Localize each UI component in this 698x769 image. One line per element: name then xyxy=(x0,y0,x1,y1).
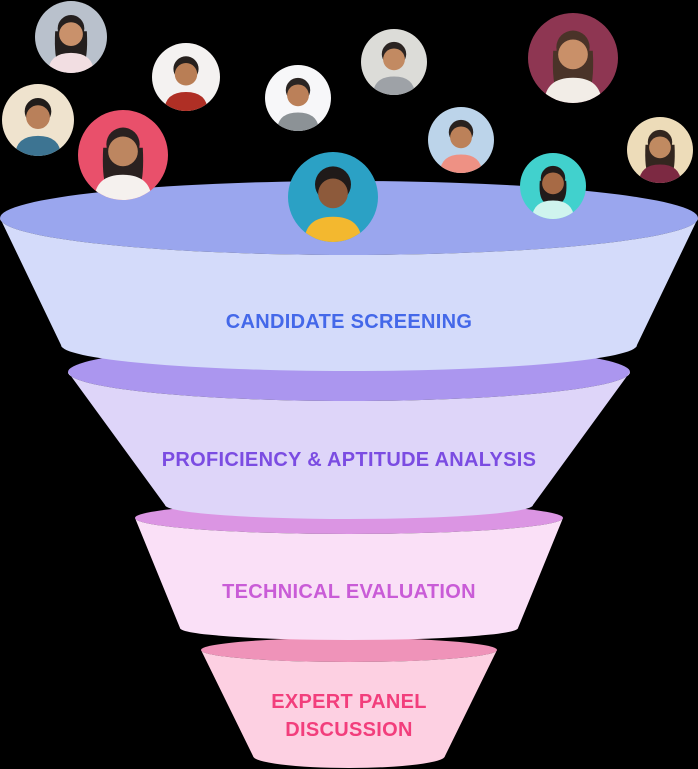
funnel-section-2-body xyxy=(68,372,630,519)
funnel-section-4-label-line2: DISCUSSION xyxy=(285,719,412,741)
person-icon xyxy=(531,165,575,219)
funnel-section-4-rim xyxy=(201,638,497,662)
candidate-avatar-7 xyxy=(361,29,427,95)
candidate-avatar-2 xyxy=(152,43,220,111)
candidate-avatar-6 xyxy=(288,152,378,242)
candidate-avatar-5 xyxy=(265,65,331,131)
person-icon xyxy=(372,41,416,95)
funnel-section-4-body xyxy=(201,650,497,768)
funnel-section-3-body xyxy=(135,518,563,640)
person-icon xyxy=(439,119,483,173)
candidate-avatar-3 xyxy=(2,84,74,156)
funnel-section-1-body xyxy=(0,218,698,371)
candidate-avatar-4 xyxy=(78,110,168,200)
person-icon xyxy=(638,129,682,183)
funnel-section-2-label: PROFICIENCY & APTITUDE ANALYSIS xyxy=(162,449,537,471)
person-icon xyxy=(304,166,362,242)
person-icon xyxy=(544,30,602,103)
candidate-avatar-10 xyxy=(520,153,586,219)
candidate-avatar-11 xyxy=(627,117,693,183)
candidate-avatar-8 xyxy=(528,13,618,103)
candidate-avatar-9 xyxy=(428,107,494,173)
person-icon xyxy=(47,15,95,73)
person-icon xyxy=(14,98,62,156)
funnel-section-3-label: TECHNICAL EVALUATION xyxy=(222,581,476,603)
person-icon xyxy=(276,77,320,131)
person-icon xyxy=(164,56,208,111)
person-icon xyxy=(94,127,152,200)
funnel-section-4-label-line1: EXPERT PANEL xyxy=(271,691,426,713)
funnel-section-1-label: CANDIDATE SCREENING xyxy=(226,311,472,333)
candidate-avatar-1 xyxy=(35,1,107,73)
